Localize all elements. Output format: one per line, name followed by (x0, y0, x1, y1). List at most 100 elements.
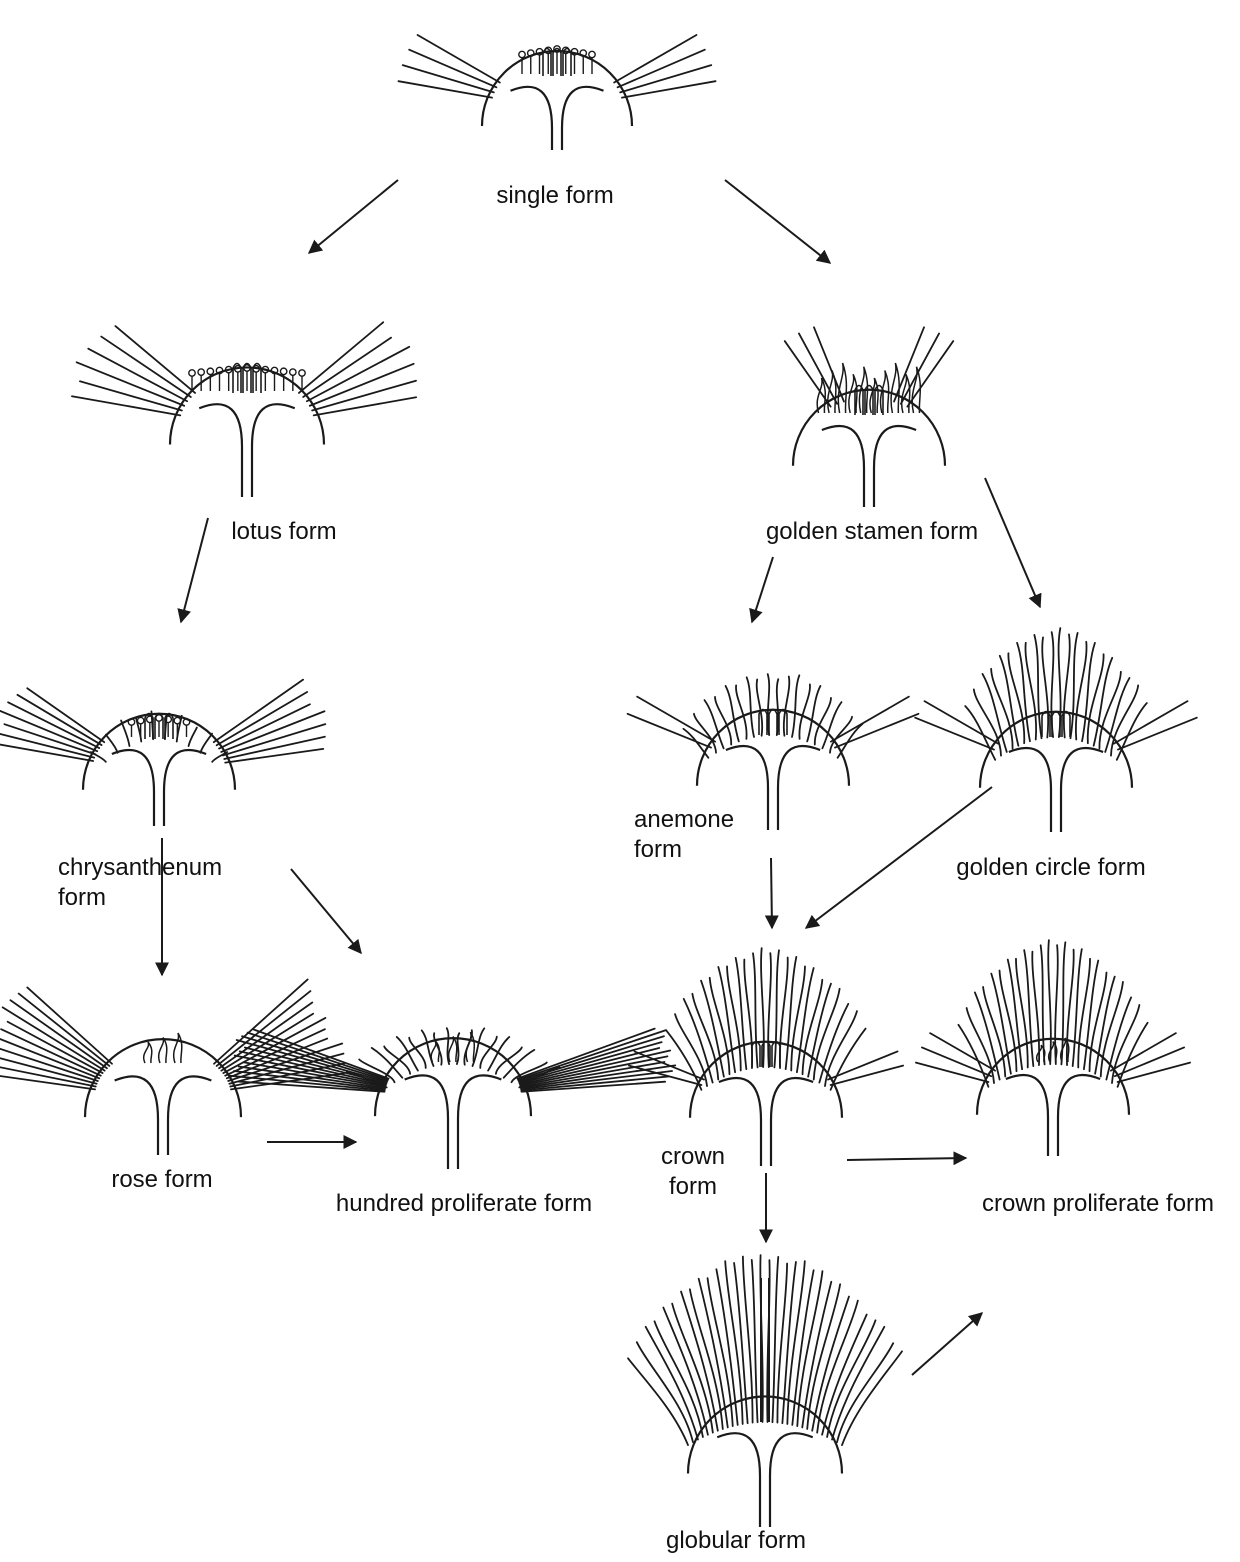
petal (0, 711, 97, 752)
flower-lotus (72, 322, 416, 497)
arrow-single-to-golden-stamen (725, 180, 830, 263)
petal (480, 1037, 496, 1068)
petal (106, 735, 118, 753)
flower-chrysanthemum (0, 680, 325, 826)
stem-left (112, 750, 154, 826)
label-single-form: single form (496, 181, 613, 211)
label-crown-form: crown form (661, 1142, 725, 1202)
petal (736, 685, 747, 738)
petaloid-stamen (838, 363, 846, 413)
petal (212, 752, 227, 762)
petaloid-stamen (828, 371, 836, 414)
stem-right (874, 426, 916, 507)
petal (830, 717, 852, 753)
anther (519, 51, 525, 57)
petal (1048, 940, 1051, 1064)
arrow-single-to-lotus (309, 180, 398, 253)
petal (753, 953, 758, 1067)
stem-left (717, 1433, 760, 1527)
stem-right (1058, 1075, 1100, 1156)
flower-illustrations (0, 35, 1197, 1527)
petal (303, 338, 391, 397)
petal (831, 697, 909, 742)
petal (27, 987, 112, 1063)
stem-right (168, 1076, 211, 1155)
flower-golden-circle (915, 628, 1197, 832)
petal (822, 1315, 867, 1435)
petal (221, 711, 324, 752)
stem-left (1006, 1075, 1048, 1156)
petal (1064, 634, 1070, 737)
petal (799, 684, 810, 738)
petaloid-stamen (159, 1038, 167, 1064)
petal (683, 729, 708, 758)
petaloid-stamen (144, 1042, 152, 1063)
stem-left (511, 87, 553, 150)
anther (174, 717, 180, 723)
flower-crown (629, 948, 903, 1166)
label-crown-line1: crown (661, 1142, 725, 1172)
petal (10, 1000, 106, 1068)
flower-hundred-proliferate (229, 1028, 675, 1169)
flower-crown-proliferate (916, 940, 1190, 1156)
petal (620, 65, 711, 92)
transition-arrows (162, 180, 1040, 1375)
petaloid-stamen (891, 363, 899, 413)
petal (692, 994, 718, 1080)
label-lotus-form: lotus form (231, 517, 336, 547)
petal (837, 1343, 893, 1442)
stem-right (252, 404, 295, 497)
label-chrysanthemum-form: chrysanthenum form (58, 853, 222, 913)
stem-left (822, 426, 864, 507)
receptacle-dome (85, 1039, 241, 1117)
pistil (769, 710, 777, 736)
label-crown-line2: form (661, 1172, 725, 1202)
petal (398, 81, 492, 97)
petal (409, 1038, 425, 1068)
petal (27, 688, 104, 742)
label-anemone-line1: anemone (634, 805, 734, 835)
petal (831, 1066, 903, 1085)
petal (646, 1327, 698, 1440)
arrow-anemone-to-crown (771, 858, 772, 928)
stem-right (770, 1433, 813, 1527)
arrow-golden-stamen-to-anemone (752, 557, 773, 622)
stem-right (1061, 748, 1103, 832)
anther (290, 369, 296, 375)
stem-right (562, 87, 604, 150)
anther (299, 370, 305, 376)
petal (0, 733, 94, 757)
anther (207, 368, 213, 374)
petal (672, 1304, 713, 1433)
petal (694, 714, 716, 753)
label-chrysanthemum-line2: form (58, 883, 222, 913)
petal (637, 697, 715, 742)
petal (842, 1351, 902, 1445)
petal (1078, 959, 1090, 1068)
petal (828, 1051, 898, 1079)
petal (1106, 997, 1131, 1079)
arrow-globular-to-crown-proliferate (912, 1313, 982, 1375)
flower-single (398, 35, 715, 150)
label-crown-proliferate-form: crown proliferate form (982, 1189, 1214, 1219)
label-golden-circle-form: golden circle form (956, 853, 1145, 883)
petaloid-stamen (449, 1037, 457, 1063)
petal (1042, 637, 1048, 737)
label-hundred-proliferate-form: hundred proliferate form (336, 1189, 592, 1219)
anther (198, 369, 204, 375)
label-chrysanthemum-line1: chrysanthenum (58, 853, 222, 883)
petal (1118, 1063, 1190, 1082)
petal (1032, 952, 1039, 1065)
petal (121, 721, 129, 747)
petal (17, 695, 101, 745)
label-anemone-line2: form (634, 835, 734, 865)
petal (815, 698, 831, 745)
petal (812, 1297, 849, 1431)
petaloid-stamen (466, 1032, 474, 1062)
petal (792, 675, 799, 737)
petal (715, 697, 731, 745)
petal (403, 65, 494, 92)
petal (747, 677, 754, 737)
